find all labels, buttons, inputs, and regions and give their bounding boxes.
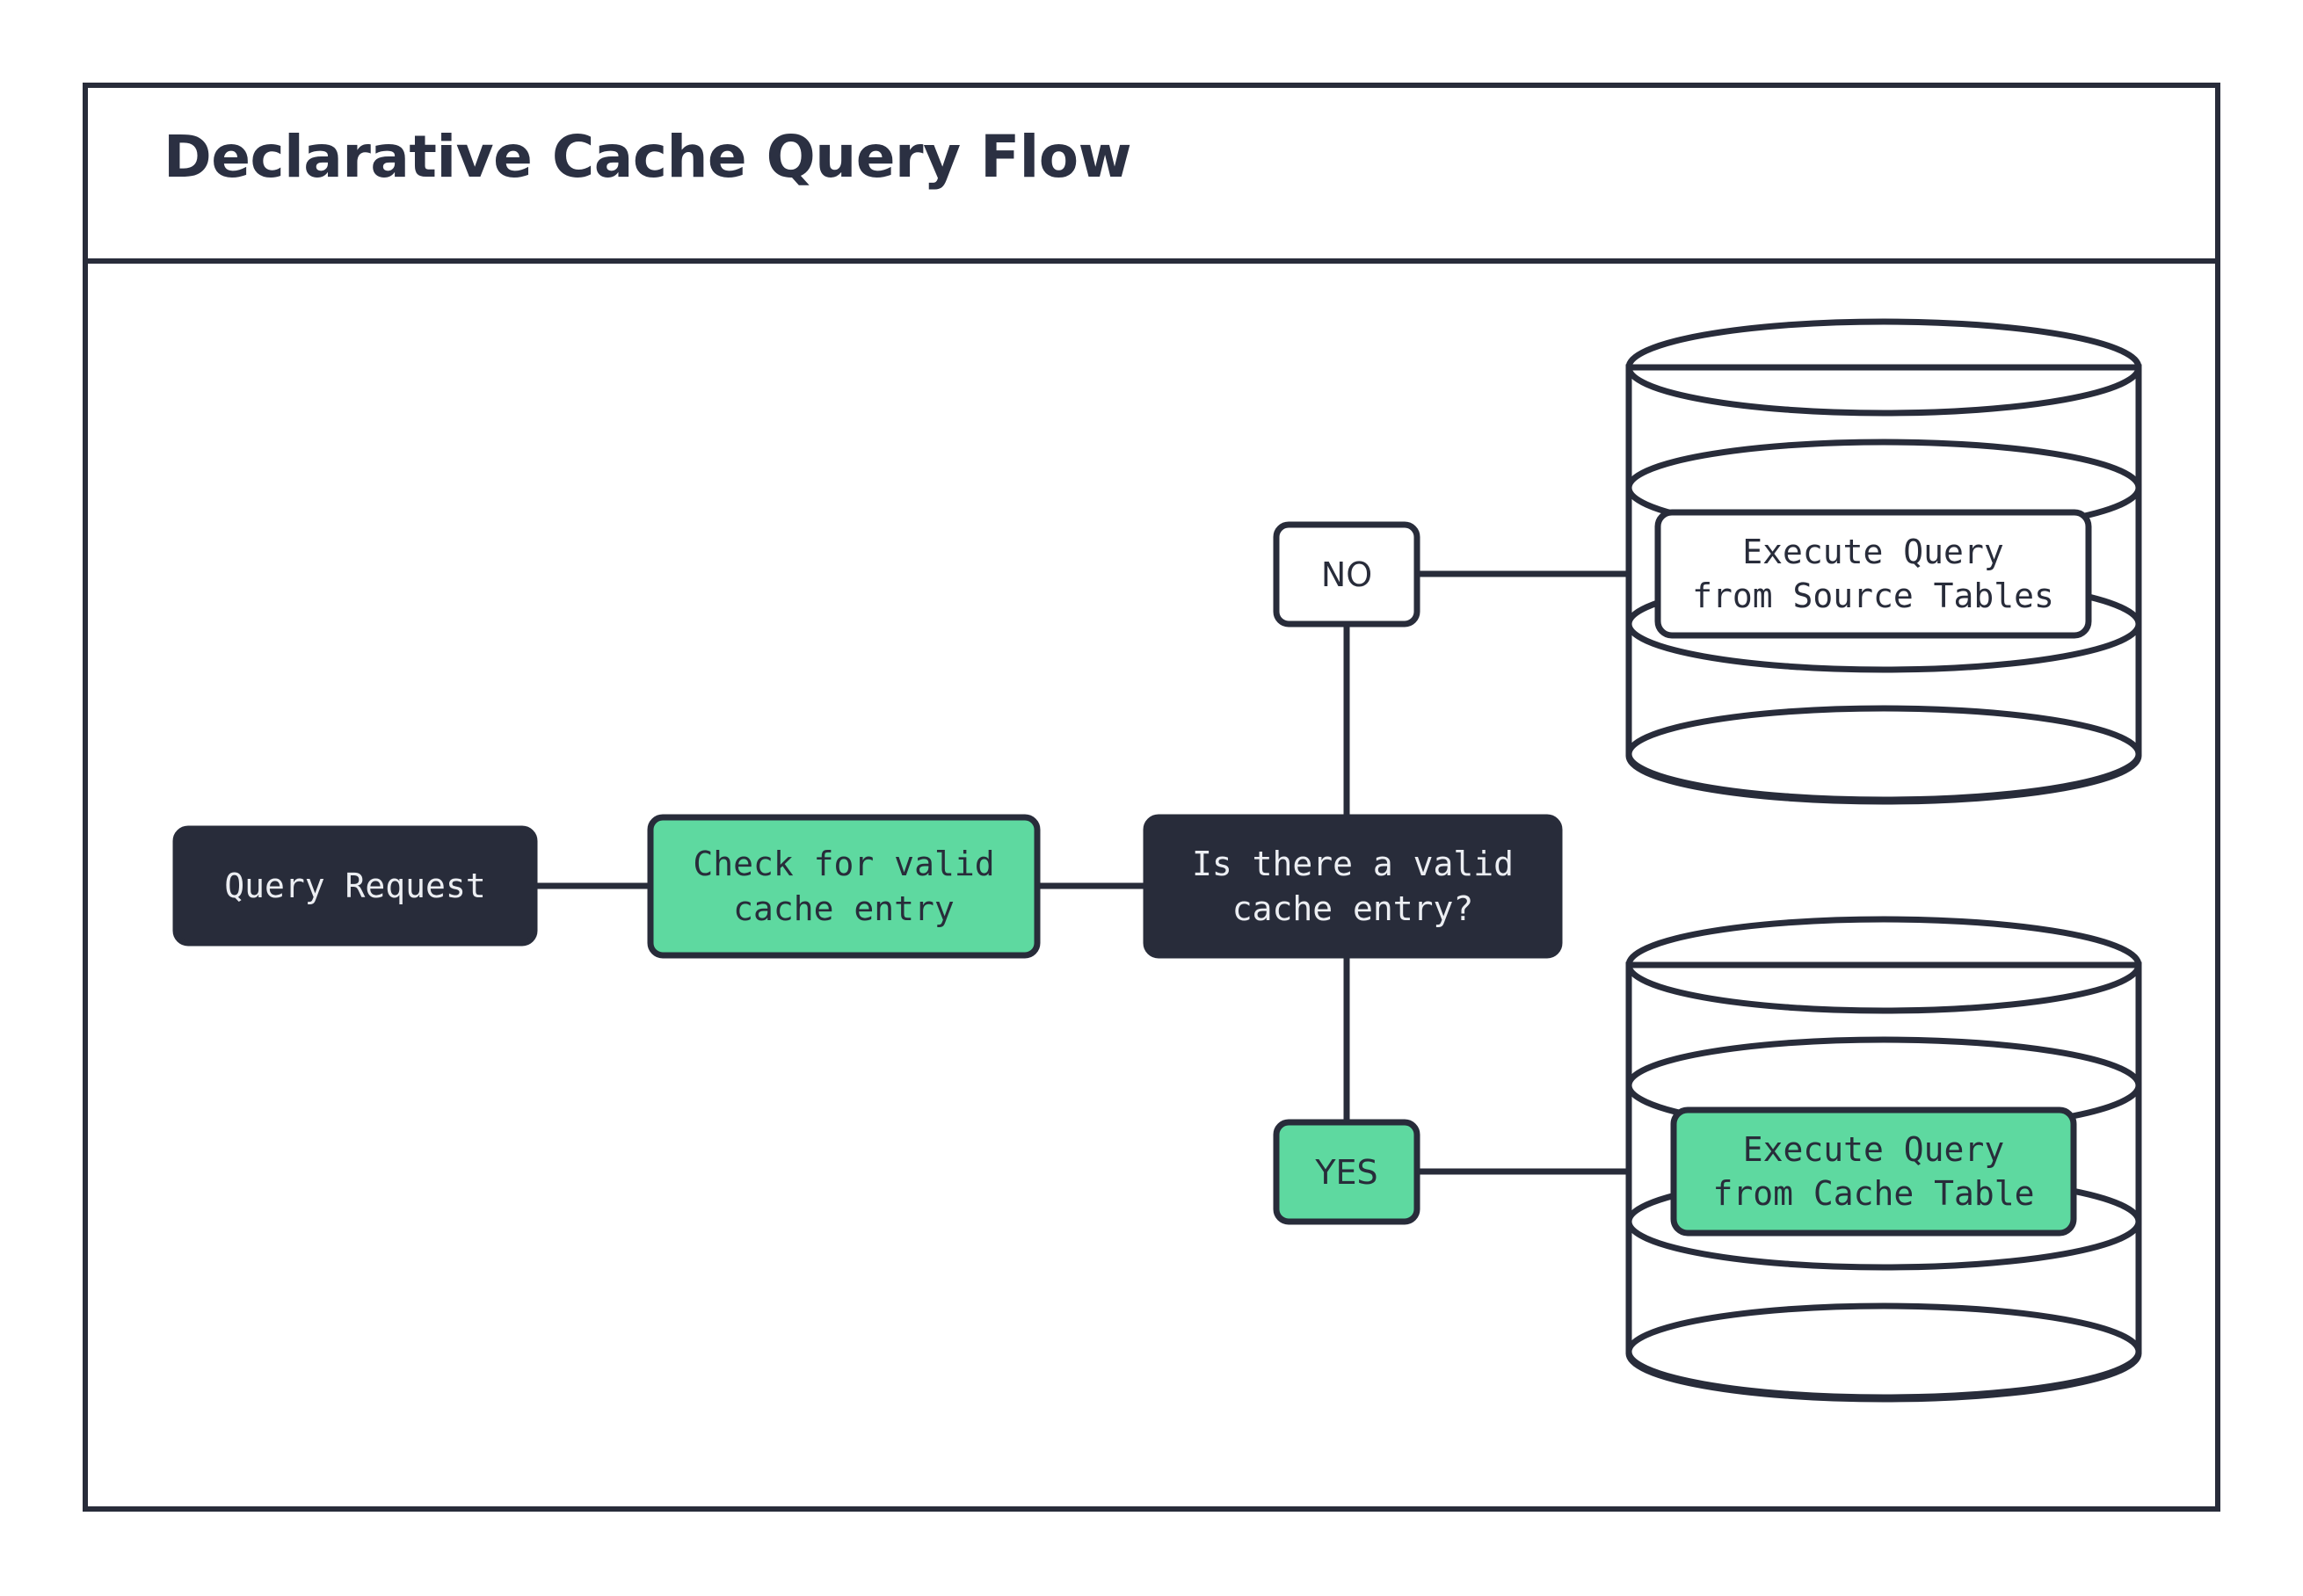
node-cache-table-plate[interactable] xyxy=(1670,1106,2077,1237)
node-decision-shape[interactable] xyxy=(1143,814,1563,959)
node-source-tables-plate[interactable] xyxy=(1654,509,2092,639)
cyl-disk-top xyxy=(1625,318,2142,417)
cyl-disk-bottom xyxy=(1625,1302,2142,1401)
branch-label-no-shape[interactable] xyxy=(1273,521,1420,628)
outer-frame-border xyxy=(83,83,2220,1512)
branch-label-yes-shape[interactable] xyxy=(1273,1119,1420,1225)
cyl-disk-top xyxy=(1625,916,2142,1014)
page-title: Declarative Cache Query Flow xyxy=(163,123,1132,191)
cyl-disk-bottom xyxy=(1625,705,2142,803)
node-query-request-shape[interactable] xyxy=(172,825,538,947)
node-check-cache-shape[interactable] xyxy=(647,814,1041,959)
